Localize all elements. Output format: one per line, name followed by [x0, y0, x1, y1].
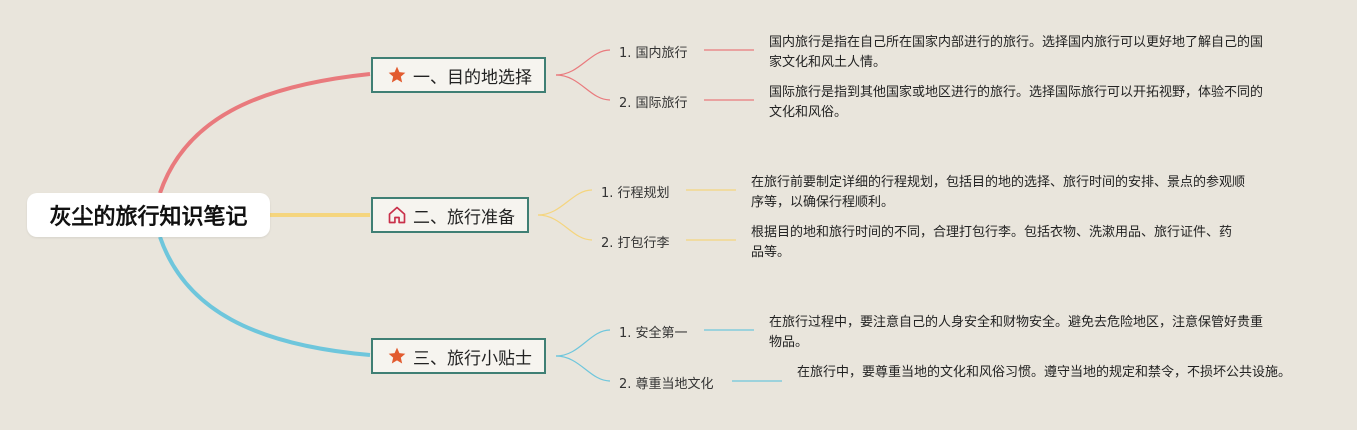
star-icon	[387, 346, 407, 366]
topic-packing[interactable]: 2. 打包行李	[601, 232, 670, 251]
branch-label: 一、目的地选择	[413, 67, 532, 88]
note-respect-local-culture: 在旅行中，要尊重当地的文化和风俗习惯。遵守当地的规定和禁令，不损坏公共设施。	[797, 363, 1297, 383]
star-icon	[387, 65, 407, 85]
branch-destination[interactable]: 一、目的地选择	[371, 57, 546, 93]
branch1-sub1-connector	[555, 49, 611, 76]
note-text: 根据目的地和旅行时间的不同，合理打包行李。包括衣物、洗漱用品、旅行证件、药品等。	[751, 225, 1233, 260]
branch2-sub2-connector	[537, 214, 593, 241]
note-packing: 根据目的地和旅行时间的不同，合理打包行李。包括衣物、洗漱用品、旅行证件、药品等。	[751, 223, 1237, 263]
topic-itinerary-planning[interactable]: 1. 行程规划	[601, 182, 670, 201]
note-safety-first: 在旅行过程中，要注意自己的人身安全和财物安全。避免去危险地区，注意保管好贵重物品…	[769, 313, 1269, 353]
topic-safety-first[interactable]: 1. 安全第一	[619, 322, 688, 341]
branch3-connector	[158, 236, 371, 357]
note-text: 国际旅行是指到其他国家或地区进行的旅行。选择国际旅行可以开拓视野，体验不同的文化…	[769, 85, 1264, 120]
note-text: 国内旅行是指在自己所在国家内部进行的旅行。选择国内旅行可以更好地了解自己的国家文…	[769, 35, 1264, 70]
branch-travel-tips[interactable]: 三、旅行小贴士	[371, 338, 546, 374]
topic-domestic-travel[interactable]: 1. 国内旅行	[619, 42, 688, 61]
topic-label: 1. 行程规划	[601, 186, 670, 201]
note-text: 在旅行前要制定详细的行程规划，包括目的地的选择、旅行时间的安排、景点的参观顺序等…	[751, 175, 1246, 210]
topic-label: 2. 国际旅行	[619, 96, 688, 111]
topic-international-travel[interactable]: 2. 国际旅行	[619, 92, 688, 111]
note-domestic-travel: 国内旅行是指在自己所在国家内部进行的旅行。选择国内旅行可以更好地了解自己的国家文…	[769, 33, 1269, 73]
root-topic-label: 灰尘的旅行知识笔记	[49, 205, 248, 230]
topic-label: 2. 打包行李	[601, 236, 670, 251]
branch3-sub2-connector	[555, 355, 611, 382]
branch1-connector	[158, 72, 371, 194]
branch1-sub2-connector	[555, 74, 611, 101]
topic-label: 2. 尊重当地文化	[619, 377, 714, 392]
branch3-sub1-connector	[555, 329, 611, 357]
note-international-travel: 国际旅行是指到其他国家或地区进行的旅行。选择国际旅行可以开拓视野，体验不同的文化…	[769, 83, 1269, 123]
note-text: 在旅行过程中，要注意自己的人身安全和财物安全。避免去危险地区，注意保管好贵重物品…	[769, 315, 1264, 350]
branch-travel-prep[interactable]: 二、旅行准备	[371, 197, 529, 233]
topic-respect-local-culture[interactable]: 2. 尊重当地文化	[619, 373, 714, 392]
note-text: 在旅行中，要尊重当地的文化和风俗习惯。遵守当地的规定和禁令，不损坏公共设施。	[797, 365, 1292, 380]
branch-label: 三、旅行小贴士	[413, 348, 532, 369]
house-icon	[387, 205, 407, 225]
root-topic[interactable]: 灰尘的旅行知识笔记	[27, 193, 270, 237]
branch-label: 二、旅行准备	[413, 207, 515, 228]
note-itinerary-planning: 在旅行前要制定详细的行程规划，包括目的地的选择、旅行时间的安排、景点的参观顺序等…	[751, 173, 1251, 213]
topic-label: 1. 安全第一	[619, 326, 688, 341]
topic-label: 1. 国内旅行	[619, 46, 688, 61]
branch2-sub1-connector	[537, 189, 593, 216]
